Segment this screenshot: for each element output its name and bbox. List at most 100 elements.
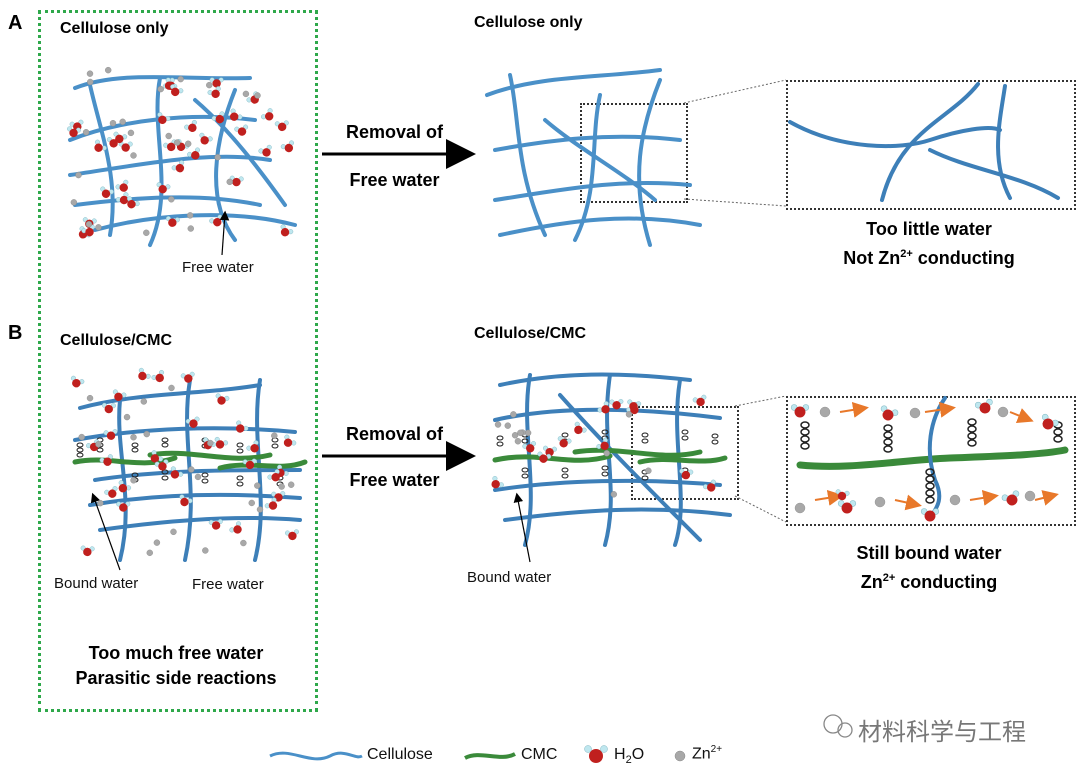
panel-b-left-cellulose [73,378,302,562]
water-molecule [679,468,694,480]
water-molecule [138,367,151,381]
water-molecule [104,486,118,498]
zinc-ion [1024,490,1036,502]
watermark-text: 材料科学与工程 [858,718,1026,746]
water-molecule [574,421,587,435]
zinc-ion [85,220,93,228]
water-molecule [703,479,716,492]
zinc-ion [254,92,261,99]
water-molecule [101,402,116,414]
water-molecule [180,371,195,383]
panel-a-arrow-label-1: Removal of [345,122,444,142]
zinc-ion [610,491,618,498]
zinc-ion [130,434,137,441]
water-molecule [100,186,114,198]
zinc-ion [86,70,94,77]
zinc-ion [186,212,194,219]
water-molecule [118,141,133,152]
water-molecule [229,521,242,534]
free-water-pointer-a [219,210,230,256]
water-molecule [609,399,624,410]
water-molecule [67,126,81,138]
zinc-ion [123,413,131,421]
legend-cmc-swatch [464,752,516,760]
water-molecule [116,501,131,512]
zoom-connectors [683,79,787,523]
water-molecule [185,416,200,428]
water-molecule [207,86,221,99]
bound-water-label-b-left: Bound water [54,575,139,592]
zoom-source-box-a [580,103,688,203]
zinc-ion [130,152,137,159]
free-water-label-b: Free water [192,576,264,593]
zinc-ion [207,439,214,447]
water-molecule [127,196,140,209]
water-molecule [235,420,249,433]
water-molecule [115,192,129,205]
water-molecule [880,405,899,421]
water-molecule [211,111,225,124]
zinc-ion [514,438,522,445]
zinc-ion [170,528,177,536]
legend-cellulose-swatch [269,751,363,761]
zinc-ion [287,481,295,488]
water-molecule [258,144,272,157]
zinc-ion [187,225,194,232]
zinc-ion [78,433,85,441]
zinc-ion [248,499,255,507]
zinc-ion [510,411,517,418]
zinc-ion [127,129,135,137]
zinc-ion [143,229,150,236]
zinc-ion [105,66,112,74]
zinc-ion [206,81,213,89]
water-molecule [150,450,164,463]
molecules-layer [67,66,1059,557]
water-molecule [264,497,278,510]
panel-b-right-title: Cellulose/CMC [474,325,587,342]
legend-zn-label: Zn2+ [692,744,723,763]
panel-b-zoom-cmc [796,446,1069,470]
water-molecule [99,454,113,466]
zinc-ion [87,78,94,86]
zinc-ion [140,398,148,405]
legend-graphics [269,745,686,763]
water-molecule [491,476,504,489]
water-molecule [627,399,642,411]
bound-water-label-b-right: Bound water [467,569,552,586]
legend-cmc-label: CMC [521,746,558,763]
water-molecule [80,545,95,557]
panel-a-result-line2: Not Zn2+ conducting [843,248,1015,268]
water-molecule [283,434,297,447]
water-molecule [81,224,95,237]
legend-cellulose-label: Cellulose [367,746,433,763]
water-molecule [103,429,118,440]
zinc-ion [97,499,104,507]
panel-b-right-cmc [492,447,728,465]
zinc-ion [95,440,102,448]
water-molecule [118,480,132,493]
legend-zn-icon [674,750,686,762]
bound-water-pointer-b-left [90,492,121,571]
water-molecule [974,398,993,414]
legend-h2o-icon [584,745,608,763]
zinc-ion [819,406,831,418]
zinc-ion [240,539,247,547]
water-molecule [184,119,197,133]
water-molecule [692,394,707,407]
panel-a-letter: A [8,12,23,34]
panel-b-bottom-line2: Parasitic side reactions [75,668,277,688]
panel-a-zoom-cellulose [788,82,1060,202]
zinc-ion [494,421,502,428]
water-molecule [163,139,177,152]
zinc-ion [146,549,153,557]
zinc-ion [168,384,175,392]
zinc-ion [173,139,181,146]
water-molecule [1041,413,1059,430]
zinc-ion [188,466,195,473]
water-molecule [1001,490,1020,506]
panel-b-result-line2: Zn2+ conducting [860,572,998,592]
water-molecule [214,436,229,449]
bound-water-pointer-b-right [513,492,531,563]
zinc-ion [517,429,524,437]
water-molecule [597,401,610,414]
